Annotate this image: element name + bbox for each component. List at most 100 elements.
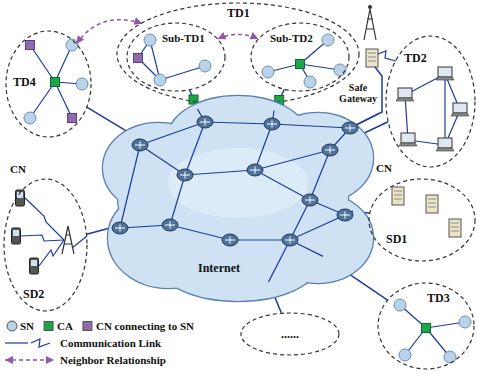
gateway-label: Safe Gateway — [336, 82, 380, 104]
laptop-icon — [438, 67, 452, 77]
router-icon — [267, 121, 277, 128]
antenna-tower — [364, 9, 376, 40]
cn-label: CN — [10, 163, 26, 175]
legend-neighbor — [5, 359, 54, 361]
link-line — [444, 74, 445, 145]
cloud-fill — [158, 225, 318, 301]
laptop-icon — [453, 103, 467, 113]
domain-ellipse: TD4 — [5, 30, 92, 138]
router-link — [272, 124, 350, 128]
legend-swatch — [7, 321, 17, 331]
sn-icon — [304, 76, 316, 88]
antenna-tower — [368, 5, 372, 9]
legend-text: SN — [20, 320, 34, 332]
sn-icon — [334, 64, 346, 76]
router-link — [310, 150, 330, 200]
domain-outline — [241, 313, 339, 355]
router-link — [255, 150, 330, 170]
phone-icon — [30, 258, 39, 274]
legend-swatch — [44, 322, 53, 331]
neighbor-link — [76, 20, 142, 44]
router-icon — [135, 142, 145, 149]
laptop-icon — [451, 113, 469, 116]
legend-link — [5, 342, 28, 343]
domain-ellipse: ...... — [240, 312, 340, 356]
cn-icon — [26, 41, 35, 50]
domain-outline — [6, 31, 91, 137]
server-icon — [366, 49, 378, 67]
domain-outline — [117, 3, 359, 105]
server-icon — [451, 227, 459, 228]
router-icon — [225, 237, 235, 244]
ca-icon — [296, 60, 305, 69]
router-icon — [165, 222, 175, 229]
link-line — [160, 66, 205, 80]
router-link — [140, 122, 205, 145]
server-icon — [394, 191, 402, 192]
phone-icon — [13, 230, 19, 236]
router-icon — [264, 118, 280, 130]
domain-label: TD3 — [427, 292, 450, 305]
domain-outline — [251, 23, 349, 91]
router-link — [185, 122, 205, 175]
link-line — [55, 82, 72, 118]
ca-icon — [422, 324, 431, 333]
legend-text: CN connecting to SN — [96, 320, 194, 332]
router-icon — [200, 119, 210, 126]
phone-icon — [31, 260, 37, 266]
laptop-icon — [436, 148, 454, 151]
router-link — [140, 145, 185, 175]
legend-text: CA — [57, 320, 73, 332]
wireless-link — [31, 339, 50, 347]
domain-ellipse: Sub-TD1 — [126, 22, 226, 92]
domain-label: ...... — [281, 328, 299, 341]
sn-icon — [444, 351, 456, 363]
server-icon — [451, 223, 459, 224]
access-link — [72, 236, 87, 248]
router-link — [230, 239, 290, 240]
sn-icon — [144, 34, 156, 46]
sn-icon — [66, 39, 78, 51]
domain-ellipse: TD3 — [377, 282, 475, 370]
domain-label: TD1 — [227, 7, 250, 20]
router-icon — [180, 172, 190, 179]
cn-icon — [68, 114, 77, 123]
server-icon — [394, 195, 402, 196]
domain-label: TD2 — [404, 52, 427, 65]
domain-ellipse: SD2 — [3, 178, 88, 312]
server-icon — [449, 219, 461, 237]
router-link — [120, 145, 140, 228]
router-icon — [162, 219, 178, 231]
laptop-icon — [436, 77, 454, 80]
domain-label: Sub-TD2 — [270, 32, 313, 45]
router-link — [255, 124, 272, 170]
router-icon — [115, 225, 125, 232]
domain-label: TD4 — [13, 76, 36, 89]
ca-icon — [51, 78, 60, 87]
domain-outline — [4, 179, 87, 311]
router-icon — [340, 212, 350, 219]
server-icon — [392, 187, 404, 205]
sn-icon — [394, 299, 406, 311]
router-icon — [177, 169, 193, 181]
legend-text: Neighbor Relationship — [60, 354, 166, 366]
router-icon — [197, 116, 213, 128]
server-icon — [368, 61, 376, 62]
domain-label: Sub-TD1 — [162, 32, 205, 45]
server-icon — [394, 199, 402, 200]
antenna-tower — [62, 226, 74, 254]
domain-ellipse: TD1Sub-TD1 Sub-TD2 — [116, 2, 360, 106]
wireless-link — [39, 240, 64, 266]
router-icon — [345, 125, 355, 132]
router-link — [185, 170, 255, 175]
laptop-icon — [399, 143, 417, 146]
router-icon — [282, 234, 298, 246]
domain-ellipse: TD2 — [385, 35, 476, 168]
domain-outline — [386, 36, 475, 167]
laptop-icon — [438, 138, 452, 148]
neighbor-link — [218, 34, 259, 38]
router-link — [205, 122, 272, 124]
server-icon — [428, 199, 436, 200]
server-icon — [368, 57, 376, 58]
